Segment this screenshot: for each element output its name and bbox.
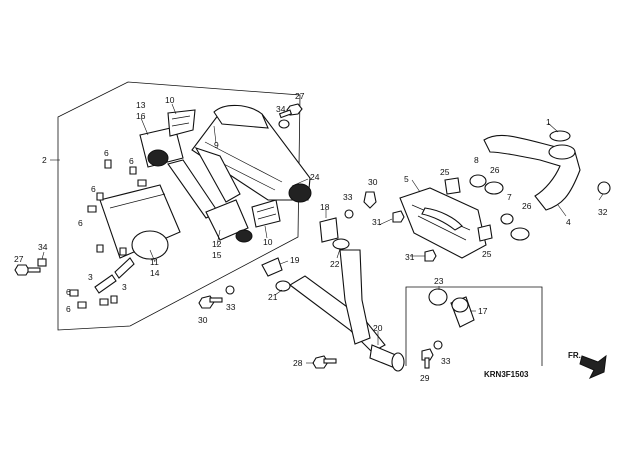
callout-17: 17 [478, 306, 488, 316]
bolt-28 [312, 355, 337, 369]
callout-29: 29 [420, 373, 430, 383]
washer-33-right [433, 340, 443, 350]
clips-3 [94, 257, 135, 294]
callout-30-upper: 30 [368, 177, 378, 187]
callout-26-upper: 26 [490, 165, 500, 175]
end-cap-cover [167, 109, 196, 137]
clamp-8 [469, 174, 487, 188]
callout-10-upper: 10 [165, 95, 175, 105]
callout-33-lower: 33 [226, 302, 236, 312]
callout-34-left: 34 [38, 242, 48, 252]
bolt-31-lower [424, 249, 437, 262]
callout-3-lower: 3 [122, 282, 127, 292]
bolt-31-upper [392, 210, 405, 223]
end-cap [139, 126, 184, 168]
callout-18: 18 [320, 202, 330, 212]
bracket-25-upper [444, 177, 461, 195]
diagram-code: KRN3F1503 [484, 370, 529, 379]
callout-28: 28 [293, 358, 303, 368]
sub-assembly-frame [405, 286, 543, 366]
callout-21: 21 [268, 292, 278, 302]
callout-22: 22 [330, 259, 340, 269]
callout-25-lower: 25 [482, 249, 492, 259]
callout-6-d: 6 [78, 218, 83, 228]
bolt-29 [421, 348, 434, 369]
callout-26-lower: 26 [522, 201, 532, 211]
callout-32: 32 [598, 207, 608, 217]
clamp-19 [261, 257, 283, 277]
callout-4: 4 [566, 217, 571, 227]
clamp-7 [500, 213, 514, 225]
gasket-23 [428, 288, 448, 306]
callout-31-lower: 31 [405, 252, 415, 262]
callout-5: 5 [404, 174, 409, 184]
bolt-27-top [278, 103, 303, 119]
front-direction-arrow-icon [579, 354, 607, 379]
callout-11: 11 [150, 257, 159, 267]
bolt-30-lower [198, 295, 223, 309]
callout-7: 7 [507, 192, 512, 202]
callout-12: 12 [212, 239, 222, 249]
washer-33-upper [344, 209, 354, 219]
clamp-26-upper [484, 181, 504, 195]
callout-34-top: 34 [276, 104, 286, 114]
callout-31-upper: 31 [372, 217, 382, 227]
exhaust-pipe [483, 134, 581, 211]
callout-labels: 1 2 3 3 4 5 6 6 6 6 6 6 7 8 9 10 10 11 1… [14, 91, 608, 383]
callout-6-c: 6 [91, 184, 96, 194]
callout-27-left: 27 [14, 254, 24, 264]
callout-14: 14 [150, 268, 160, 278]
leader-lines [41, 103, 604, 364]
callout-10-lower: 10 [263, 237, 273, 247]
callout-6-b: 6 [129, 156, 134, 166]
callout-13: 13 [136, 100, 146, 110]
middle-pipe [289, 249, 405, 372]
callout-3-upper: 3 [88, 272, 93, 282]
callout-15: 15 [212, 250, 222, 260]
gasket-1 [549, 130, 571, 142]
callout-33-right: 33 [441, 356, 451, 366]
callout-20: 20 [373, 323, 383, 333]
gasket-22 [332, 238, 350, 250]
callout-6-a: 6 [104, 148, 109, 158]
bolt-30-upper [363, 191, 377, 209]
callout-2: 2 [42, 155, 47, 165]
muffler-body [99, 184, 181, 260]
heat-guard [399, 187, 487, 259]
lower-end-cap-cover [251, 199, 281, 228]
tail-pipe [167, 159, 253, 243]
muffler-assembly-frame [57, 81, 301, 331]
callout-16: 16 [136, 111, 146, 121]
silencer [191, 104, 312, 203]
callout-19: 19 [290, 255, 300, 265]
callout-23: 23 [434, 276, 444, 286]
callout-8: 8 [474, 155, 479, 165]
bolt-34-left [37, 258, 47, 267]
callout-30-lower: 30 [198, 315, 208, 325]
callout-6-e: 6 [66, 287, 71, 297]
bracket-18 [319, 217, 339, 243]
front-direction-label: FR. [568, 351, 581, 360]
callout-27-top: 27 [295, 91, 305, 101]
bolt-set-6 [69, 159, 147, 309]
callout-33-upper: 33 [343, 192, 353, 202]
callout-6-f: 6 [66, 304, 71, 314]
clamp-26-lower [510, 227, 530, 241]
washer-33-lower [225, 285, 235, 295]
bolt-27-left [14, 264, 41, 276]
joint-17 [450, 296, 475, 328]
callout-1: 1 [546, 117, 551, 127]
callout-25-upper: 25 [440, 167, 450, 177]
callout-24: 24 [310, 172, 320, 182]
gasket-21 [275, 280, 291, 292]
spring-32 [597, 181, 611, 195]
bolt-34-top [278, 119, 290, 129]
callout-9: 9 [214, 140, 219, 150]
bracket-25-lower [477, 224, 493, 242]
